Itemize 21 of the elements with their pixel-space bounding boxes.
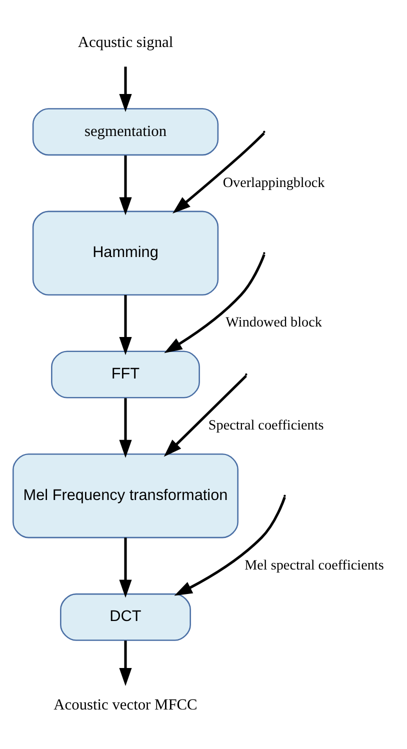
- node-box: segmentation: [32, 108, 219, 156]
- arrow: [174, 496, 286, 596]
- edge-label: Spectral coefficients: [208, 417, 324, 434]
- edge-label: Mel spectral coefficients: [244, 557, 384, 574]
- node-text: Acqustic signal: [78, 34, 174, 52]
- arrow: [119, 640, 132, 686]
- node-box: DCT: [60, 593, 191, 641]
- arrow: [119, 294, 132, 356]
- arrow: [119, 155, 132, 216]
- arrow: [172, 132, 265, 214]
- arrow: [164, 254, 266, 354]
- node-box: Hamming: [32, 210, 219, 296]
- arrow: [119, 538, 132, 598]
- arrow: [119, 66, 132, 112]
- arrow: [119, 398, 132, 458]
- node-box: Mel Frequency transformation: [12, 453, 238, 538]
- edge-label: Overlappingblock: [222, 174, 325, 191]
- arrow: [164, 374, 247, 457]
- node-box: FFT: [51, 350, 200, 398]
- edge-label: Windowed block: [226, 314, 322, 331]
- node-text: Acoustic vector MFCC: [54, 696, 198, 714]
